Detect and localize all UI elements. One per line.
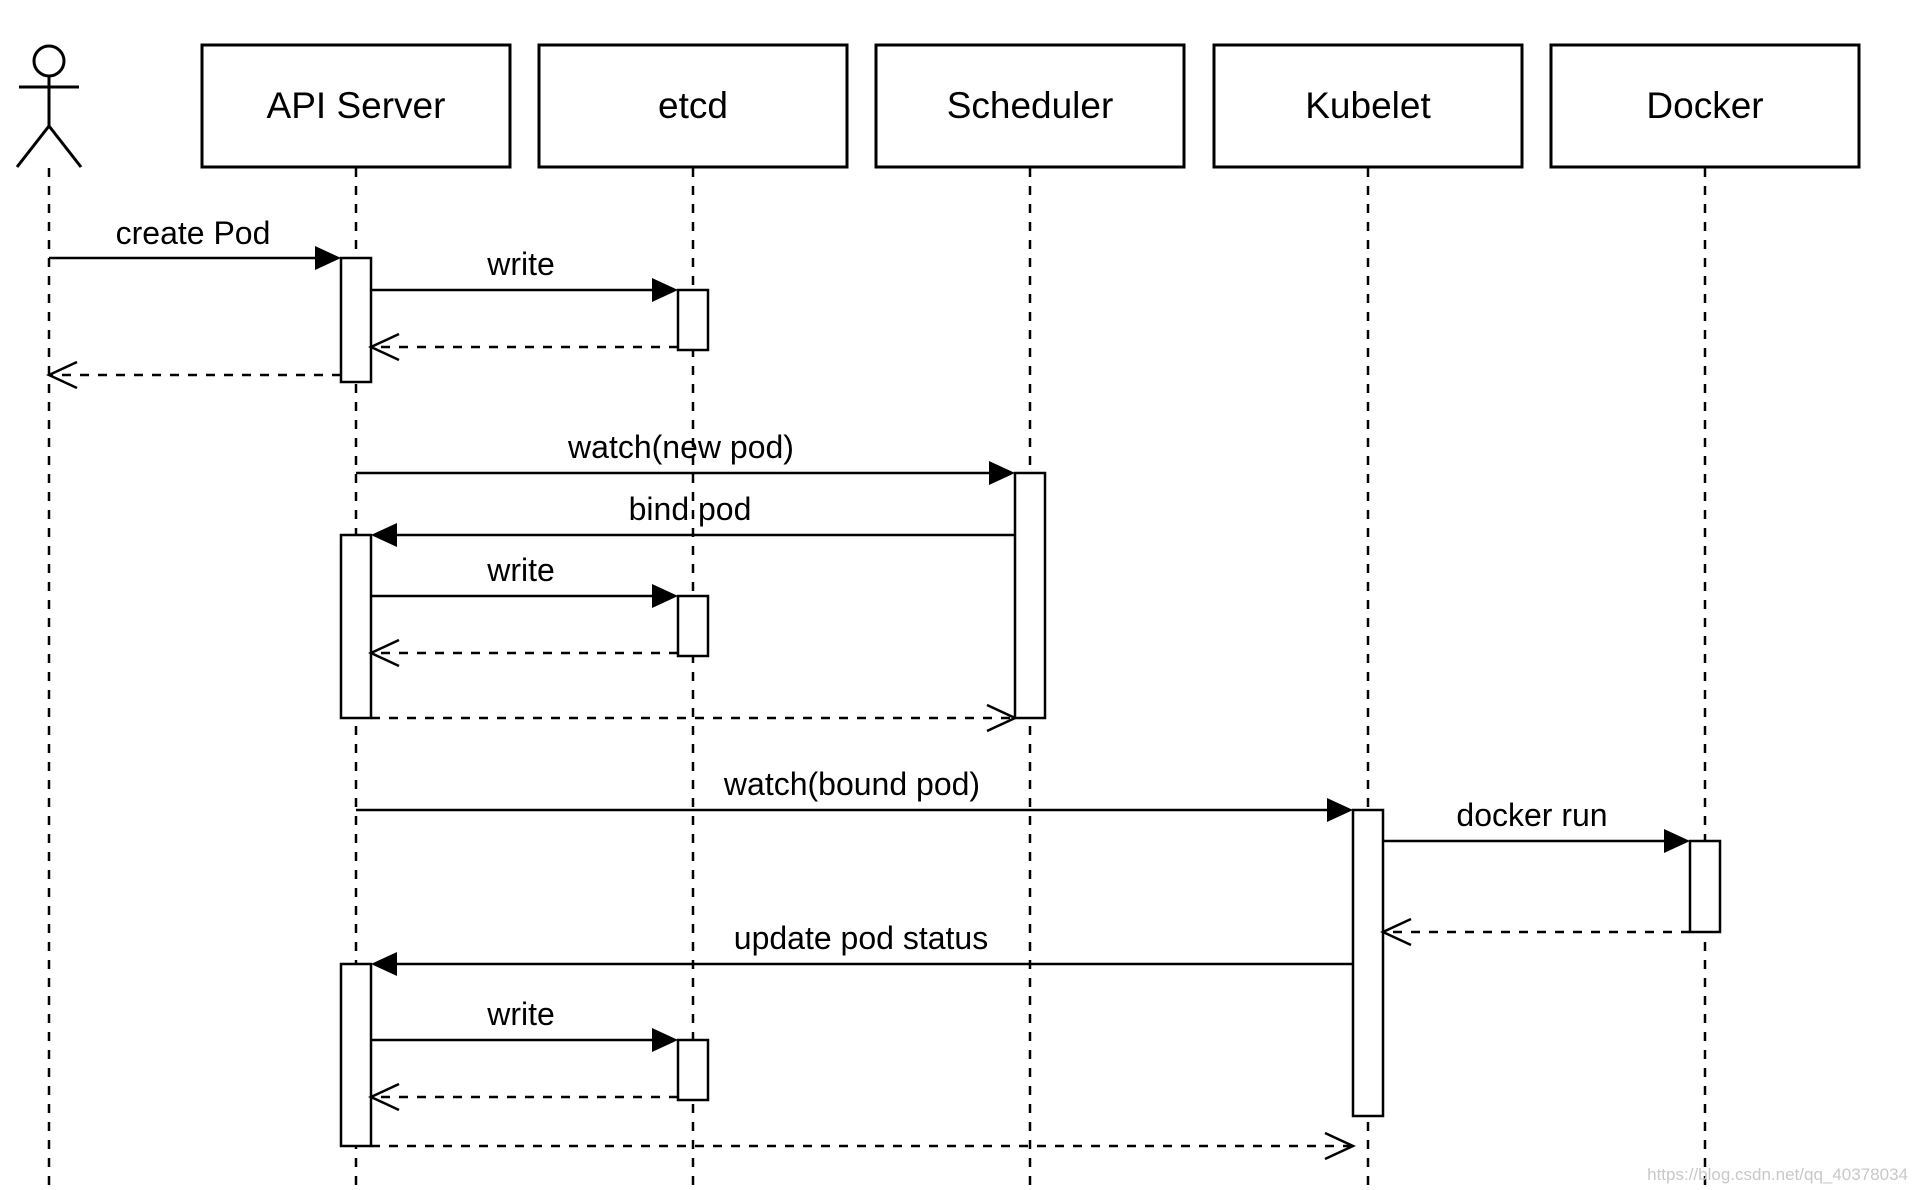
message-scheduler-to-api: bind pod <box>371 491 1015 547</box>
arrowhead-open <box>368 332 400 362</box>
activation-bars <box>339 256 1722 1148</box>
message-docker-to-kubelet <box>1380 917 1690 947</box>
participant-box <box>1212 43 1524 169</box>
message-api-to-etcd: write <box>371 996 678 1052</box>
messages: create Pod write watch(new pod) bind pod wri… <box>46 215 1690 1161</box>
participant-scheduler: Scheduler <box>874 43 1186 169</box>
activation-bar-scheduler <box>1013 471 1047 720</box>
arrowhead-filled <box>315 246 341 270</box>
message-api-to-etcd: write <box>371 552 678 608</box>
message-label: write <box>486 246 555 282</box>
lifelines <box>47 168 1707 1190</box>
arrowhead-open <box>368 1082 400 1112</box>
message-label: write <box>486 996 555 1032</box>
message-label: watch(new pod) <box>567 429 794 465</box>
participant-box <box>200 43 512 169</box>
participant-api: API Server <box>200 43 512 169</box>
message-etcd-to-api <box>368 638 678 668</box>
arrowhead-open <box>1380 917 1412 947</box>
participant-label: Kubelet <box>1305 85 1431 126</box>
message-label: create Pod <box>116 215 271 251</box>
activation-bar-etcd <box>676 1038 710 1102</box>
message-api-to-scheduler: watch(new pod) <box>356 429 1015 485</box>
arrowhead-open <box>46 360 78 390</box>
message-label: update pod status <box>734 920 988 956</box>
arrowhead-filled <box>652 1028 678 1052</box>
message-kubelet-to-api: update pod status <box>371 920 1353 976</box>
arrowhead-open <box>1324 1131 1356 1161</box>
arrowhead-filled <box>371 952 397 976</box>
message-etcd-to-api <box>368 1082 678 1112</box>
activation-bar-kubelet <box>1351 808 1385 1118</box>
arrowhead-filled <box>989 461 1015 485</box>
participant-kubelet: Kubelet <box>1212 43 1524 169</box>
participant-etcd: etcd <box>537 43 849 169</box>
participant-box <box>537 43 849 169</box>
arrowhead-filled <box>1327 798 1353 822</box>
activation-bar-etcd <box>676 288 710 352</box>
message-api-to-user <box>46 360 341 390</box>
participants: API Server etcd Scheduler Kubelet Docker <box>15 43 1861 169</box>
participant-docker: Docker <box>1549 43 1861 169</box>
arrowhead-filled <box>1664 829 1690 853</box>
activation-bar-etcd <box>676 594 710 658</box>
message-api-to-kubelet: watch(bound pod) <box>356 766 1353 822</box>
actor-icon <box>15 44 83 168</box>
message-label: bind pod <box>629 491 752 527</box>
participant-label: Docker <box>1646 85 1763 126</box>
participant-label: Scheduler <box>947 85 1114 126</box>
arrowhead-filled <box>652 278 678 302</box>
activation-bar-api <box>339 256 373 384</box>
arrowhead-filled <box>652 584 678 608</box>
activation-bar-docker <box>1688 839 1722 934</box>
participant-label: API Server <box>267 85 446 126</box>
message-user-to-api: create Pod <box>49 215 341 270</box>
message-etcd-to-api <box>368 332 678 362</box>
participant-box <box>874 43 1186 169</box>
message-label: docker run <box>1456 797 1607 833</box>
activation-bar-api <box>339 962 373 1148</box>
arrowhead-filled <box>371 523 397 547</box>
participant-label: etcd <box>658 85 728 126</box>
participant-box <box>1549 43 1861 169</box>
message-label: write <box>486 552 555 588</box>
arrowhead-open <box>368 638 400 668</box>
message-api-to-etcd: write <box>371 246 678 302</box>
message-kubelet-to-docker: docker run <box>1383 797 1690 853</box>
arrowhead-open <box>986 703 1018 733</box>
message-label: watch(bound pod) <box>723 766 980 802</box>
message-api-to-kubelet <box>371 1131 1356 1161</box>
watermark: https://blog.csdn.net/qq_40378034 <box>1647 1165 1908 1184</box>
activation-bar-api <box>339 533 373 720</box>
message-api-to-scheduler <box>371 703 1018 733</box>
